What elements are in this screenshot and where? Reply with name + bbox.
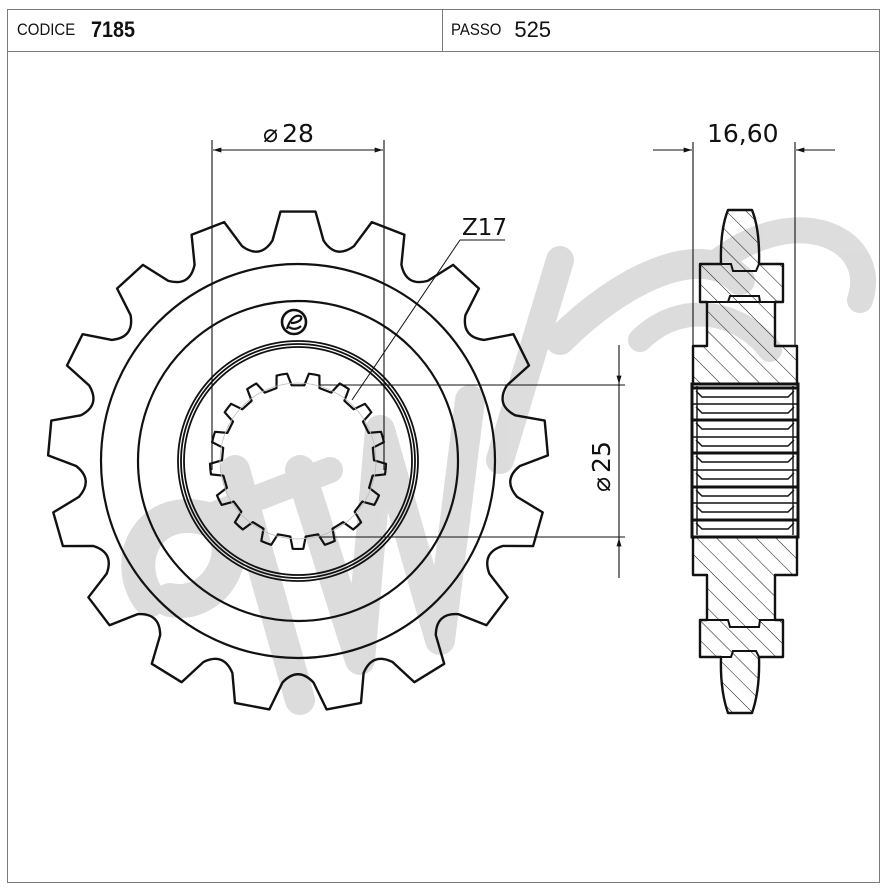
width-label: 16,60 xyxy=(707,119,779,148)
pitch-label: PASSO xyxy=(451,20,502,39)
drawing-frame xyxy=(7,9,880,883)
code-cell: CODICE 7185 xyxy=(7,9,443,51)
teeth-count-label: Z17 xyxy=(462,215,507,241)
pitch-value: 525 xyxy=(514,17,552,42)
dimension-outer-diameter xyxy=(211,140,385,470)
pitch-cell: PASSO 525 xyxy=(443,9,880,51)
dimension-width xyxy=(653,142,835,345)
code-label: CODICE xyxy=(17,20,76,39)
outer-diameter-label: ⌀28 xyxy=(263,119,314,148)
sprocket-side-view xyxy=(690,208,800,715)
teeth-count-leader xyxy=(351,239,505,401)
dimension-bore-diameter xyxy=(320,345,625,578)
bore-diameter-label: ⌀25 xyxy=(587,441,616,492)
code-value: 7185 xyxy=(91,17,136,42)
e-circle-logo-icon xyxy=(280,308,308,336)
sprocket-front-view xyxy=(46,210,550,711)
title-block: CODICE 7185 PASSO 525 xyxy=(7,9,880,52)
